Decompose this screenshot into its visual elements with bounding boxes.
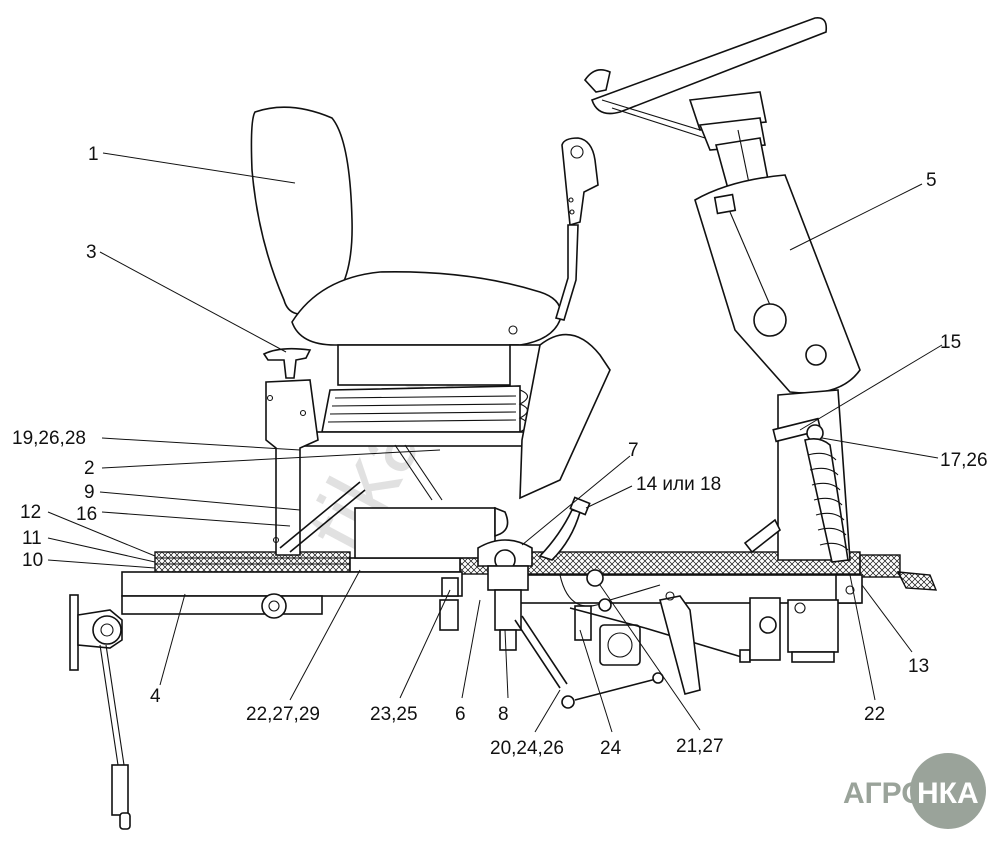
logo-circle [910,753,986,829]
callout-3: 3 [86,242,97,263]
callout-20-24-26: 20,24,26 [490,738,564,759]
callout-9: 9 [84,482,95,503]
callout-11: 11 [22,528,42,549]
callout-22: 22 [864,704,885,725]
rear-linkage [559,569,839,709]
callout-7: 7 [628,440,639,461]
callout-2: 2 [84,458,95,479]
center-valve-assembly [439,496,591,689]
leader-lines [47,152,943,733]
steering-column [583,16,861,561]
callout-6: 6 [455,704,466,725]
callout-14-or-18: 14 или 18 [636,474,721,495]
floor-deck [154,551,938,591]
callout-12: 12 [20,502,41,523]
logo-text-right: НКА [917,777,979,810]
callout-13: 13 [908,656,929,677]
logo-text-left: АГРО [843,777,925,810]
callout-21-27: 21,27 [676,736,724,757]
callout-19-26-28: 19,26,28 [12,428,86,449]
frame-beam [121,571,863,619]
callout-17-26: 17,26 [940,450,988,471]
callout-8: 8 [498,704,509,725]
callout-5: 5 [926,170,937,191]
callout-1: 1 [88,144,99,165]
brake-pedal-bracket [69,594,131,830]
callout-15: 15 [940,332,961,353]
callout-10: 10 [22,550,43,571]
callout-24: 24 [600,738,622,759]
callout-labels: 1 3 5 15 19,26,28 2 7 14 или 18 17,26 9 … [12,144,988,759]
callout-4: 4 [150,686,161,707]
agronka-logo: АГРО НКА [843,753,986,829]
seat-hinge-plate [519,333,611,500]
control-lever [554,137,599,321]
callout-23-25: 23,25 [370,704,418,725]
callout-16: 16 [76,504,97,525]
operator-seat [250,106,562,559]
callout-22-27-29: 22,27,29 [246,704,320,725]
